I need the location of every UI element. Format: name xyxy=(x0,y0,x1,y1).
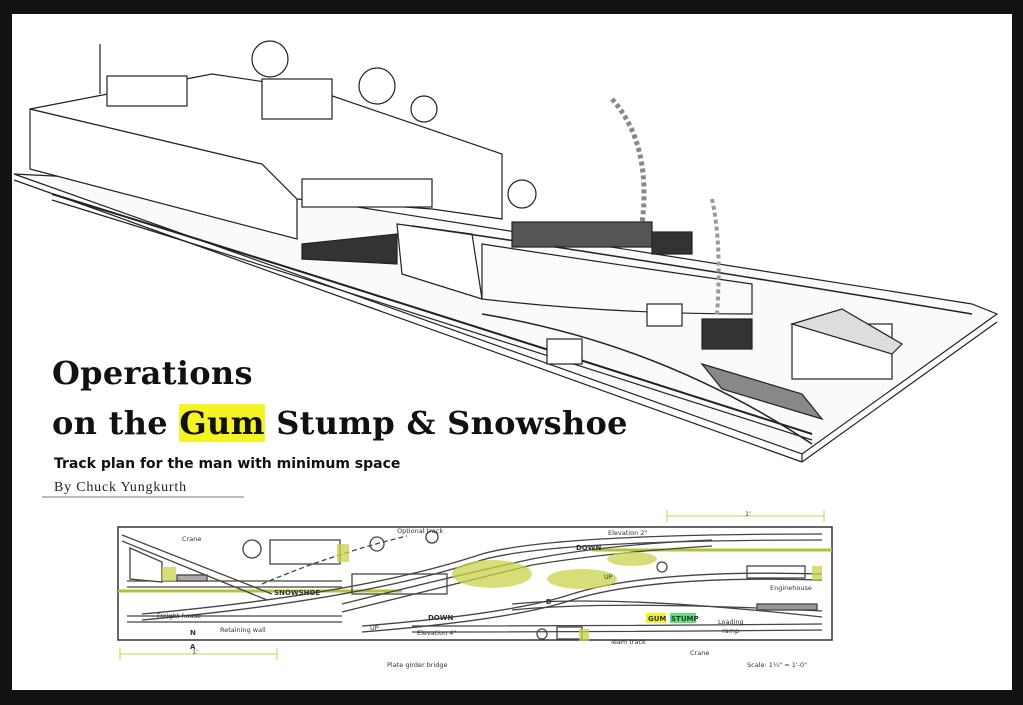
label-loading-ramp-2: ramp xyxy=(722,627,739,635)
scenery-tint xyxy=(162,544,822,641)
depot-building xyxy=(261,78,333,120)
label-north: N xyxy=(190,629,196,637)
magazine-page: Operations on the Gum Stump & Snowshoe T… xyxy=(12,14,1012,690)
title-suffix: Stump & Snowshoe xyxy=(264,404,628,442)
label-elevation-4: Elevation 4" xyxy=(417,629,456,637)
label-scale: Scale: 1¼" = 1'-0" xyxy=(747,661,807,669)
label-loading-ramp-1: Loading xyxy=(718,618,744,626)
label-optional-track: Optional track xyxy=(397,527,443,535)
train xyxy=(511,221,653,248)
dimension-left: 1' xyxy=(192,648,198,656)
title-prefix: on the xyxy=(52,404,180,442)
label-up-right: UP xyxy=(604,573,613,581)
label-plate-girder-bridge: Plate girder bridge xyxy=(387,661,448,669)
label-team-track: Team track xyxy=(609,638,646,646)
label-snowshoe: SNOWSHOE xyxy=(274,589,320,597)
byline: By Chuck Yungkurth xyxy=(42,480,244,498)
label-down-top: DOWN xyxy=(576,544,601,552)
freight-house-shape xyxy=(129,547,163,583)
title-line-2: on the Gum Stump & Snowshoe xyxy=(52,404,628,442)
label-section-b: B xyxy=(546,598,551,606)
label-section-a: A xyxy=(190,643,196,651)
label-elevation-2: Elevation 2" xyxy=(608,529,647,537)
girder-bridge xyxy=(301,178,433,208)
label-stump: STUMP xyxy=(671,615,699,623)
dimension-right: 1' xyxy=(745,510,751,518)
label-crane-right: Crane xyxy=(690,649,709,657)
locomotive xyxy=(701,318,753,350)
girder-bridge-outline xyxy=(351,573,448,595)
label-up-left: UP xyxy=(370,624,379,632)
subtitle: Track plan for the man with minimum spac… xyxy=(54,456,401,472)
title-line-1: Operations xyxy=(52,354,253,392)
track-plan: 1' 1' Crane Optional track SNOWSHOE Frei… xyxy=(117,510,833,669)
label-enginehouse: Enginehouse xyxy=(770,584,812,592)
layout-illustration xyxy=(13,40,999,463)
title-highlight-gum: Gum xyxy=(179,404,265,442)
label-gum: GUM xyxy=(648,615,666,623)
enginehouse-shape xyxy=(746,565,806,579)
station-building xyxy=(106,75,188,107)
label-down-middle: DOWN xyxy=(428,614,453,622)
label-crane-left: Crane xyxy=(182,535,201,543)
label-freight-house: Freight house xyxy=(157,612,201,620)
loading-ramp-shape xyxy=(756,603,818,611)
label-retaining-wall: Retaining wall xyxy=(220,626,266,634)
